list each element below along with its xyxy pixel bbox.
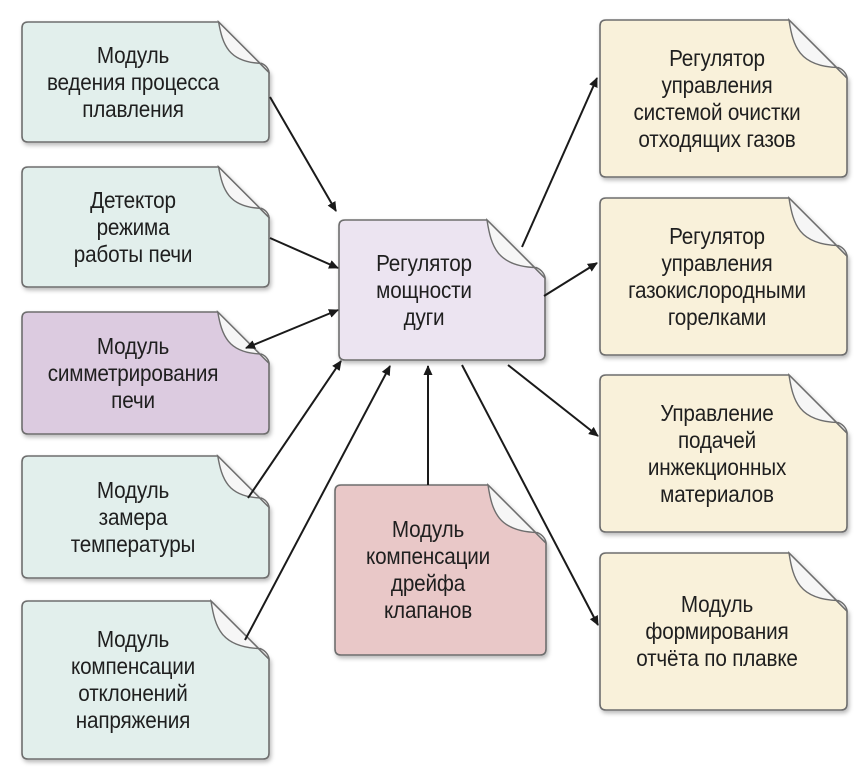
arrow-regulator-to-injection (507, 364, 599, 437)
note-oxyfuel-burner-regulator-label: Регулятор управления газокислородными го… (628, 222, 806, 330)
note-arc-power-regulator-label: Регулятор мощности дуги (376, 249, 472, 330)
arrow-regulator-to-gas-cleaning (521, 77, 598, 248)
note-temperature-module (21, 453, 270, 579)
note-gas-cleaning-regulator (599, 17, 848, 178)
note-injection-materials-control-label: Управление подачей инжекционных материал… (647, 399, 787, 507)
note-valve-drift-module (334, 482, 547, 656)
note-voltage-compensation-module (21, 598, 270, 760)
arrow-melting-to-regulator (269, 96, 337, 212)
arrow-symmetry-regulator (245, 309, 339, 349)
arrow-detector-to-regulator (269, 237, 339, 269)
note-furnace-symmetry-module-label: Модуль симметрирования печи (47, 332, 219, 413)
note-injection-materials-control (599, 372, 848, 533)
note-arc-power-regulator (338, 217, 546, 361)
note-oxyfuel-burner-regulator (599, 195, 848, 356)
note-valve-drift-module-label: Модуль компенсации дрейфа клапанов (365, 516, 491, 623)
note-voltage-compensation-module-label: Модуль компенсации отклонений напряжения (70, 626, 196, 733)
note-furnace-mode-detector-label: Детектор режима работы печи (73, 186, 193, 267)
arrow-regulator-to-burners (543, 262, 598, 297)
note-melting-process-module (21, 19, 270, 143)
arrow-temperature-to-regulator (247, 360, 342, 499)
note-melt-report-module-label: Модуль формирования отчёта по плавке (636, 591, 798, 671)
note-melting-process-module-label: Модуль ведения процесса плавления (46, 41, 220, 122)
note-melt-report-module (599, 550, 848, 711)
arrow-voltage-to-regulator (244, 365, 391, 641)
note-furnace-symmetry-module (21, 309, 270, 435)
note-gas-cleaning-regulator-label: Регулятор управления системой очистки от… (633, 44, 801, 152)
note-temperature-module-label: Модуль замера температуры (70, 476, 196, 557)
note-furnace-mode-detector (21, 164, 270, 288)
arrow-regulator-to-report (461, 364, 599, 626)
